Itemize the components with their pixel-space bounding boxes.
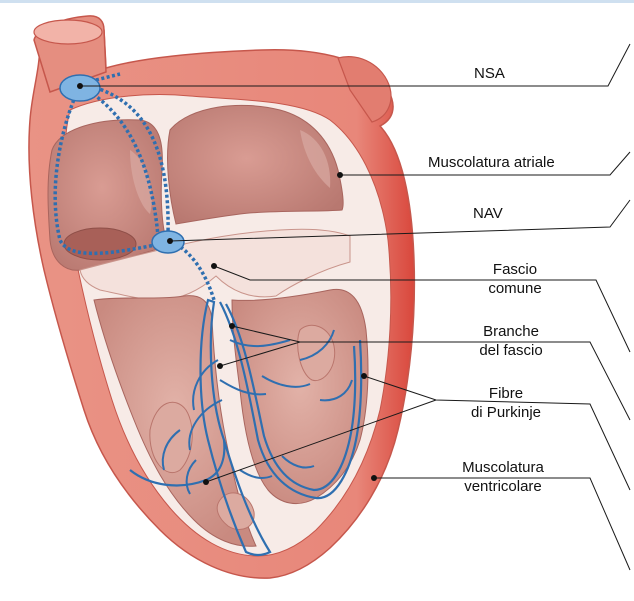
label-ventricolare-line2: ventricolare bbox=[448, 477, 558, 496]
label-fascio-line2: comune bbox=[480, 279, 550, 298]
label-ventricolare-line1: Muscolatura bbox=[448, 458, 558, 477]
label-branche-del-fascio: Branche del fascio bbox=[466, 322, 556, 360]
label-fibre-di-purkinje: Fibre di Purkinje bbox=[456, 384, 556, 422]
label-fascio-comune: Fascio comune bbox=[480, 260, 550, 298]
label-nsa: NSA bbox=[474, 64, 505, 83]
label-purkinje-line1: Fibre bbox=[456, 384, 556, 403]
label-nav: NAV bbox=[473, 204, 503, 223]
label-branche-line2: del fascio bbox=[466, 341, 556, 360]
vessel-opening bbox=[34, 20, 102, 44]
label-purkinje-line2: di Purkinje bbox=[456, 403, 556, 422]
label-branche-line1: Branche bbox=[466, 322, 556, 341]
label-muscolatura-ventricolare: Muscolatura ventricolare bbox=[448, 458, 558, 496]
atrial-opening bbox=[64, 228, 136, 260]
label-muscolatura-atriale: Muscolatura atriale bbox=[428, 153, 555, 172]
label-fascio-line1: Fascio bbox=[480, 260, 550, 279]
